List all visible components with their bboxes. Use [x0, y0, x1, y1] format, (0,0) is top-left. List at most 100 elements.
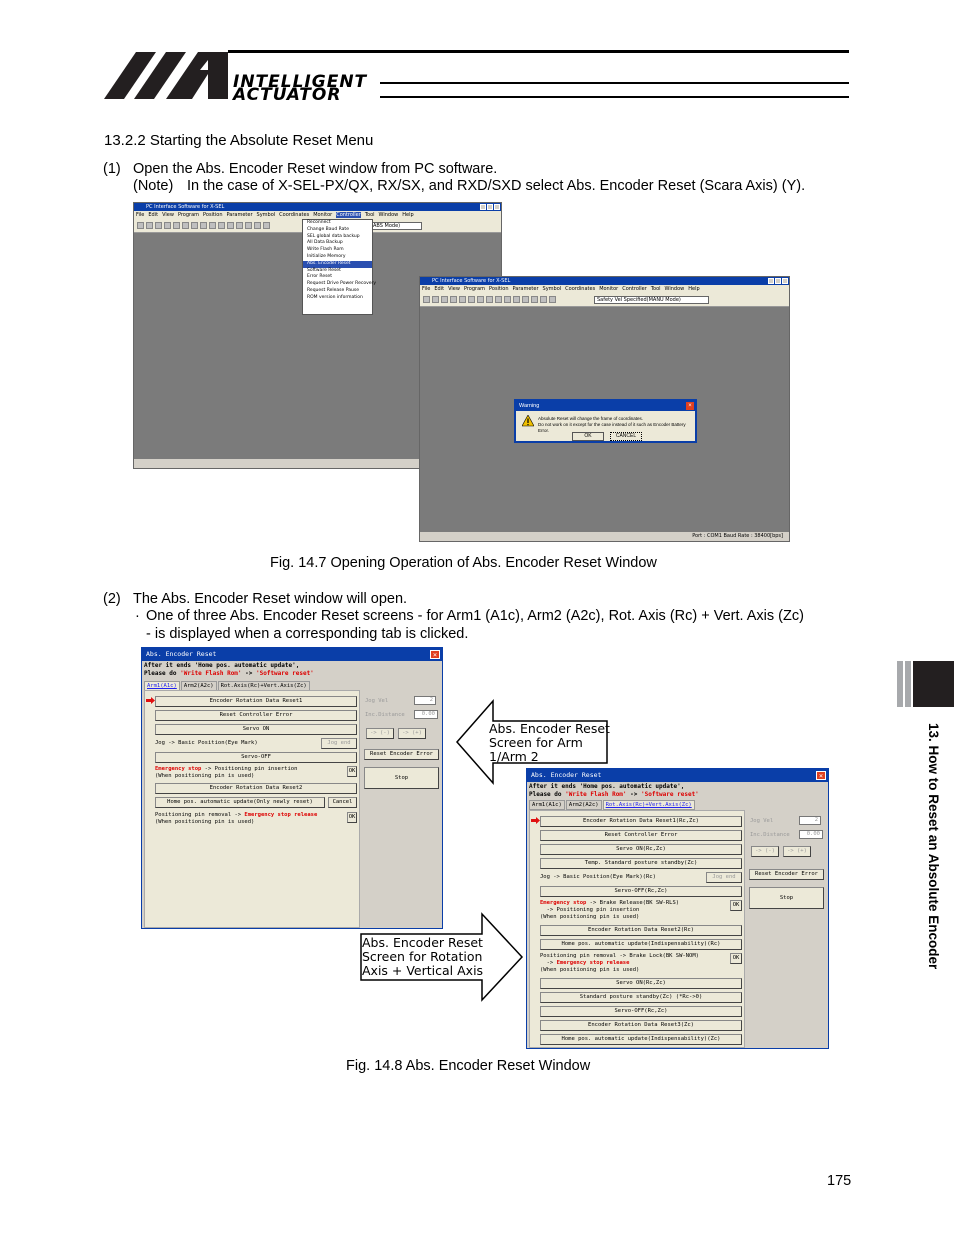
- ok-button[interactable]: OK: [730, 900, 742, 911]
- toolbar-button-icon[interactable]: [468, 296, 475, 303]
- menu-edit[interactable]: Edit: [434, 286, 445, 292]
- menu-tool[interactable]: Tool: [364, 212, 375, 218]
- servo-off-button[interactable]: Servo-OFF: [155, 752, 357, 763]
- menu-view[interactable]: View: [162, 212, 174, 218]
- close-icon[interactable]: ×: [816, 771, 826, 780]
- menu-controller[interactable]: Controller: [336, 212, 361, 218]
- menu-symbol[interactable]: Symbol: [256, 212, 276, 218]
- reset-encoder-error-button[interactable]: Reset Encoder Error: [749, 869, 824, 880]
- mode-combo[interactable]: Safety Vel Specified(MANU Mode): [594, 296, 709, 304]
- cancel-button[interactable]: CANCEL: [610, 432, 642, 441]
- dropdown-item[interactable]: Software Reset: [307, 267, 341, 273]
- jog-minus-button[interactable]: -> (-): [751, 846, 779, 857]
- jog-plus-button[interactable]: -> (+): [398, 728, 426, 739]
- dropdown-item[interactable]: Request Drive Power Recovery: [307, 281, 377, 287]
- ok-button[interactable]: OK: [347, 766, 357, 777]
- inc-distance-field[interactable]: 0.00: [799, 830, 823, 839]
- toolbar-button-icon[interactable]: [263, 222, 270, 229]
- menu-view[interactable]: View: [448, 286, 460, 292]
- tab-arm2[interactable]: Arm2(A2c): [565, 800, 602, 810]
- menu-symbol[interactable]: Symbol: [542, 286, 562, 292]
- toolbar-button-icon[interactable]: [155, 222, 162, 229]
- toolbar-button-icon[interactable]: [236, 222, 243, 229]
- ok-button[interactable]: OK: [572, 432, 604, 441]
- temp-standard-posture-button[interactable]: Temp. Standard posture standby(Zc): [540, 858, 742, 869]
- menu-monitor[interactable]: Monitor: [313, 212, 333, 218]
- dropdown-item[interactable]: Reconnect: [307, 220, 331, 225]
- toolbar-button-icon[interactable]: [146, 222, 153, 229]
- toolbar-button-icon[interactable]: [459, 296, 466, 303]
- window-controls[interactable]: [480, 204, 500, 210]
- jog-end-button[interactable]: Jog end: [321, 738, 357, 749]
- jog-vel-field[interactable]: 2: [414, 696, 436, 705]
- menu-window[interactable]: Window: [664, 286, 685, 292]
- servo-on-button-2[interactable]: Servo ON(Rc,Zc): [540, 978, 742, 989]
- servo-off-button[interactable]: Servo-OFF(Rc,Zc): [540, 886, 742, 897]
- jog-minus-button[interactable]: -> (-): [366, 728, 394, 739]
- menu-file[interactable]: File: [422, 286, 431, 292]
- reset-encoder-error-button[interactable]: Reset Encoder Error: [364, 749, 439, 760]
- menu-edit[interactable]: Edit: [148, 212, 159, 218]
- menu-parameter[interactable]: Parameter: [512, 286, 539, 292]
- home-pos-update-button[interactable]: Home pos. automatic update(Only newly re…: [155, 797, 325, 808]
- toolbar-button-icon[interactable]: [173, 222, 180, 229]
- menu-help[interactable]: Help: [688, 286, 700, 292]
- toolbar-button-icon[interactable]: [540, 296, 547, 303]
- toolbar-button-icon[interactable]: [549, 296, 556, 303]
- jog-plus-button[interactable]: -> (+): [783, 846, 811, 857]
- toolbar-button-icon[interactable]: [504, 296, 511, 303]
- ok-button-2[interactable]: OK: [730, 953, 742, 964]
- toolbar-button-icon[interactable]: [531, 296, 538, 303]
- toolbar-button-icon[interactable]: [522, 296, 529, 303]
- toolbar-button-icon[interactable]: [423, 296, 430, 303]
- menu-parameter[interactable]: Parameter: [226, 212, 253, 218]
- servo-on-button[interactable]: Servo ON(Rc,Zc): [540, 844, 742, 855]
- menu-window[interactable]: Window: [378, 212, 399, 218]
- toolbar-button-icon[interactable]: [513, 296, 520, 303]
- toolbar-button-icon[interactable]: [191, 222, 198, 229]
- dropdown-item[interactable]: Change Baud Rate: [307, 226, 349, 232]
- menu-program[interactable]: Program: [177, 212, 200, 218]
- toolbar-button-icon[interactable]: [432, 296, 439, 303]
- dropdown-item[interactable]: Abs. Encoder Reset: [303, 260, 372, 268]
- jog-vel-field[interactable]: 2: [799, 816, 821, 825]
- dropdown-item[interactable]: Request Release Pause: [307, 287, 359, 293]
- toolbar-button-icon[interactable]: [227, 222, 234, 229]
- stop-button[interactable]: Stop: [749, 887, 824, 909]
- encoder-rotation-data-reset2-button[interactable]: Encoder Rotation Data Reset2(Rc): [540, 925, 742, 936]
- menu-coordinates[interactable]: Coordinates: [565, 286, 596, 292]
- window-controls[interactable]: [768, 278, 788, 284]
- encoder-rotation-data-reset3-button[interactable]: Encoder Rotation Data Reset3(Zc): [540, 1020, 742, 1031]
- menu-position[interactable]: Position: [489, 286, 509, 292]
- menu-help[interactable]: Help: [402, 212, 414, 218]
- toolbar-button-icon[interactable]: [200, 222, 207, 229]
- menu-position[interactable]: Position: [203, 212, 223, 218]
- dropdown-item[interactable]: Write Flash Rom: [307, 247, 344, 253]
- servo-on-button[interactable]: Servo ON: [155, 724, 357, 735]
- reset-controller-error-button[interactable]: Reset Controller Error: [540, 830, 742, 841]
- dropdown-item[interactable]: Error Reset: [307, 274, 332, 280]
- home-pos-update-zc-button[interactable]: Home pos. automatic update(Indispensabil…: [540, 1034, 742, 1045]
- close-icon[interactable]: ×: [430, 650, 440, 659]
- close-icon[interactable]: ×: [686, 402, 694, 410]
- toolbar-button-icon[interactable]: [209, 222, 216, 229]
- dropdown-item[interactable]: SEL global data backup: [307, 233, 360, 239]
- tab-rot-vert[interactable]: Rot.Axis(Rc)+Vert.Axis(Zc): [602, 800, 695, 810]
- toolbar-button-icon[interactable]: [450, 296, 457, 303]
- dropdown-item[interactable]: All Data Backup: [307, 240, 343, 246]
- menu-controller[interactable]: Controller: [622, 286, 647, 292]
- toolbar-button-icon[interactable]: [441, 296, 448, 303]
- toolbar-button-icon[interactable]: [164, 222, 171, 229]
- menu-coordinates[interactable]: Coordinates: [279, 212, 310, 218]
- menu-tool[interactable]: Tool: [650, 286, 661, 292]
- tab-arm1[interactable]: Arm1(A1c): [529, 800, 565, 810]
- stop-button[interactable]: Stop: [364, 767, 439, 789]
- toolbar-button-icon[interactable]: [486, 296, 493, 303]
- toolbar-button-icon[interactable]: [245, 222, 252, 229]
- ok-button-2[interactable]: OK: [347, 812, 357, 823]
- jog-end-button[interactable]: Jog end: [706, 872, 742, 883]
- toolbar-button-icon[interactable]: [137, 222, 144, 229]
- dropdown-item[interactable]: ROM version information: [307, 294, 363, 300]
- menu-program[interactable]: Program: [463, 286, 486, 292]
